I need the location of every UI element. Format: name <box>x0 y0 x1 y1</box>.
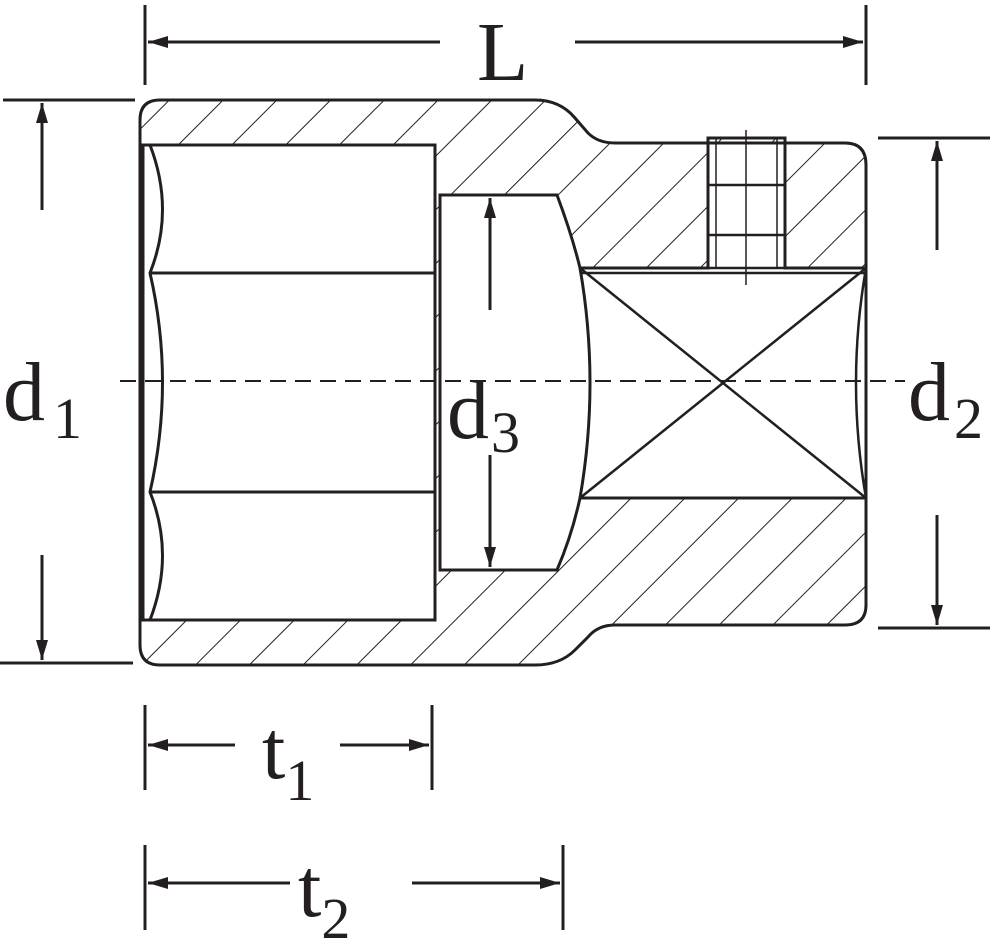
dimension-t1 <box>143 705 434 790</box>
dimension-d1 <box>0 98 135 665</box>
hex-bore <box>141 144 437 621</box>
label-t2: t2 <box>298 842 350 943</box>
label-L: L <box>477 6 528 99</box>
label-d3: d3 <box>447 364 520 465</box>
ball-detent <box>706 130 787 285</box>
dimension-d2 <box>878 136 990 630</box>
label-d2: d2 <box>908 346 983 451</box>
square-drive <box>578 267 868 499</box>
dimension-t2 <box>143 845 565 930</box>
label-t1: t1 <box>262 704 314 813</box>
dimension-L <box>143 5 868 85</box>
